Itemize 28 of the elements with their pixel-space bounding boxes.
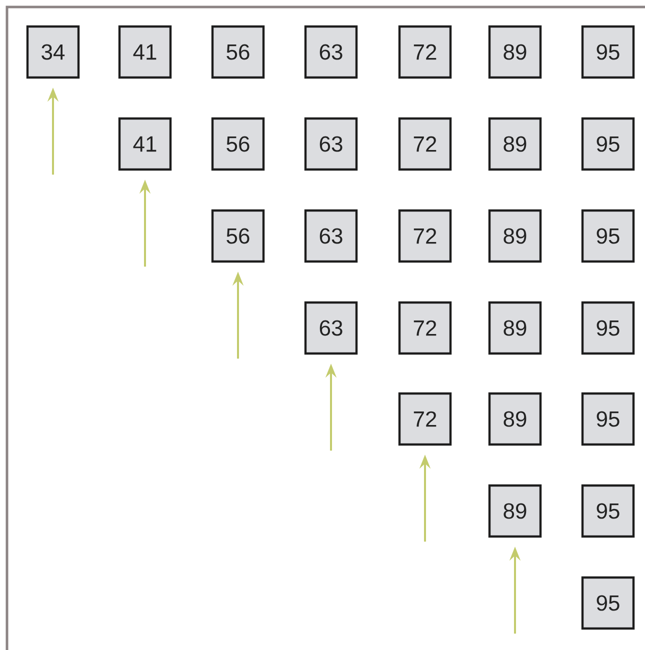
- number-box: 95: [581, 301, 635, 355]
- number-box: 63: [304, 301, 358, 355]
- number-box: 56: [211, 209, 265, 263]
- number-box: 34: [26, 25, 80, 79]
- number-box: 95: [581, 484, 635, 538]
- number-box: 95: [581, 392, 635, 446]
- number-box: 72: [398, 117, 452, 171]
- number-box: 89: [488, 209, 542, 263]
- number-box: 72: [398, 209, 452, 263]
- number-box: 72: [398, 25, 452, 79]
- number-box: 89: [488, 301, 542, 355]
- number-box: 41: [118, 25, 172, 79]
- number-box: 63: [304, 209, 358, 263]
- number-box: 89: [488, 25, 542, 79]
- number-box: 41: [118, 117, 172, 171]
- number-box: 95: [581, 25, 635, 79]
- number-box: 63: [304, 25, 358, 79]
- number-box: 95: [581, 576, 635, 630]
- number-box: 89: [488, 484, 542, 538]
- number-box: 89: [488, 117, 542, 171]
- number-box: 95: [581, 209, 635, 263]
- number-box: 89: [488, 392, 542, 446]
- number-box: 72: [398, 301, 452, 355]
- number-box: 56: [211, 25, 265, 79]
- number-box: 72: [398, 392, 452, 446]
- number-box: 63: [304, 117, 358, 171]
- number-box: 95: [581, 117, 635, 171]
- number-box: 56: [211, 117, 265, 171]
